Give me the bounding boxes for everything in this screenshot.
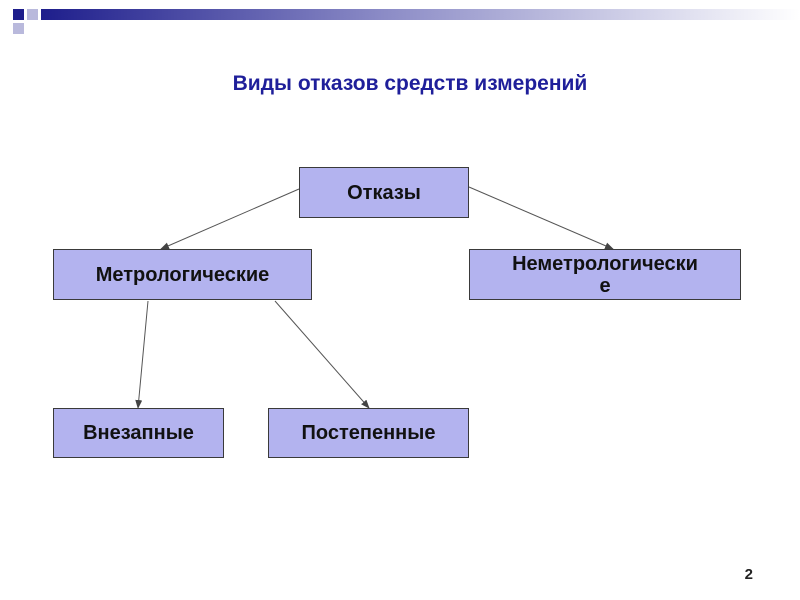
slide-title: Виды отказов средств измерений [232, 72, 588, 95]
edge-root-to-metrological [160, 188, 300, 250]
node-failures-label: Отказы [347, 181, 421, 204]
node-gradual: Постепенные [268, 408, 469, 458]
node-non-metrological: Неметрологически е [469, 249, 741, 300]
node-gradual-label: Постепенные [301, 422, 436, 444]
node-sudden-label: Внезапные [83, 422, 194, 444]
header-decoration-bar [13, 9, 800, 34]
node-sudden: Внезапные [53, 408, 224, 458]
header-square-light [27, 9, 38, 20]
edge-metrological-to-sudden [135, 300, 149, 409]
node-non-metrological-label: Неметрологически е [512, 252, 698, 297]
node-metrological: Метрологические [53, 249, 312, 300]
page-number: 2 [744, 566, 753, 583]
header-gradient-strip [41, 9, 800, 20]
edge-metrological-to-gradual [274, 300, 370, 409]
edge-root-to-non-metrological [468, 186, 614, 250]
header-square-dark [13, 9, 24, 20]
node-failures: Отказы [299, 167, 469, 218]
node-metrological-label: Метрологические [95, 263, 270, 286]
header-square-light [13, 23, 24, 34]
